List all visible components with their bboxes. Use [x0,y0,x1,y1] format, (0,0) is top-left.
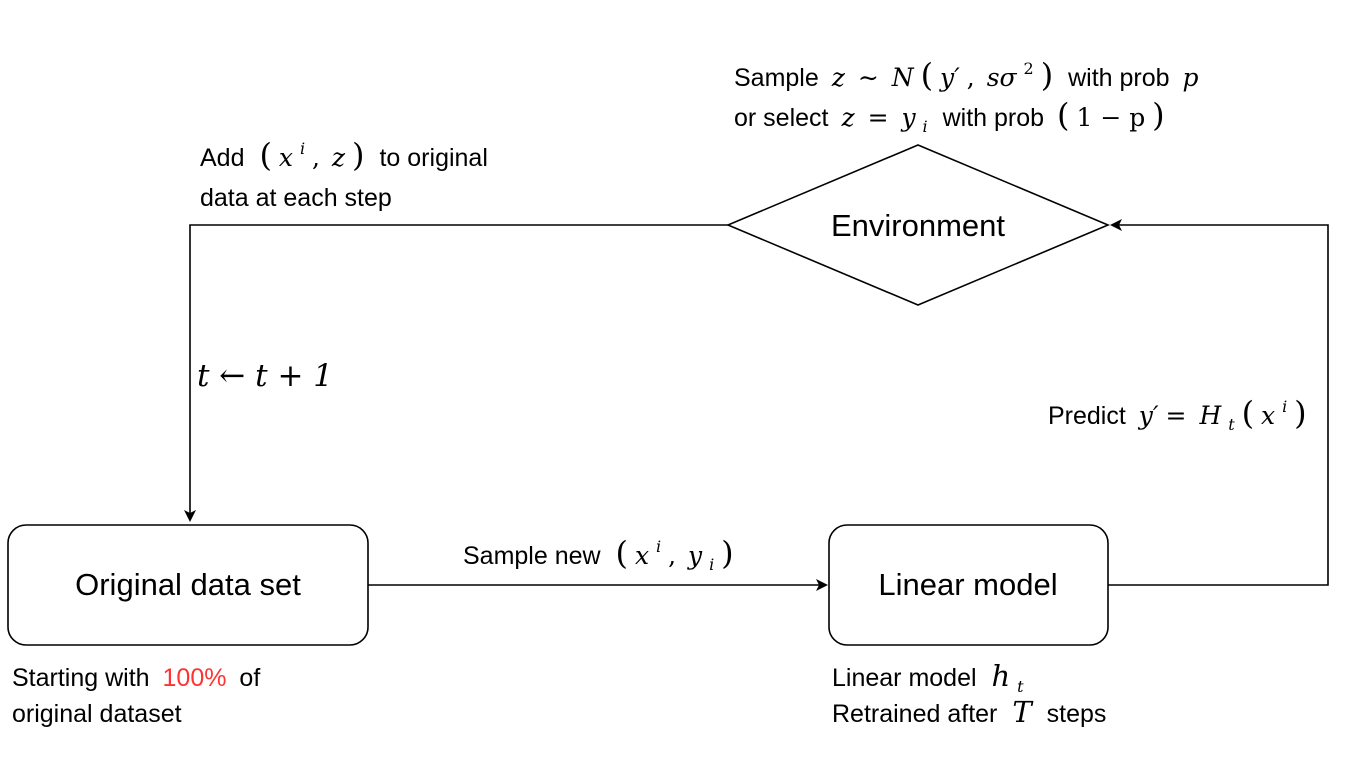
caption-linear-model-line1: Linear model h t [832,659,1024,696]
annotation-predict: Predict y′ = H t ( x i ) [1048,390,1307,436]
node-linear-model [828,524,1109,646]
caption-starting-line1: Starting with 100% of [12,664,260,692]
annotation-add-line2: data at each step [200,184,392,212]
annotation-sample-z-line2: or select z = y i with prob ( 1 − p ) [734,96,1165,138]
caption-linear-model-line2: Retrained after T steps [832,695,1106,729]
caption-starting-line2: original dataset [12,700,182,728]
node-original-data-set-label: Original data set [75,567,301,602]
edge-linear-to-environment [1108,219,1329,586]
node-environment-label: Environment [831,208,1005,243]
annotation-sample-z-line1: Sample z ∼ N ( y′ , sσ 2 ) with prob p [734,52,1199,94]
annotation-add-line1: Add ( x i , z ) to original [200,132,488,174]
starting-percent: 100% [163,664,227,692]
node-original-data-set [7,524,369,646]
edge-environment-to-original [184,224,730,522]
node-environment [725,144,1111,306]
annotation-time-update: t ← t + 1 [197,358,333,394]
annotation-sample-new: Sample new ( x i , y i ) [463,530,734,576]
node-linear-model-label: Linear model [878,567,1057,602]
